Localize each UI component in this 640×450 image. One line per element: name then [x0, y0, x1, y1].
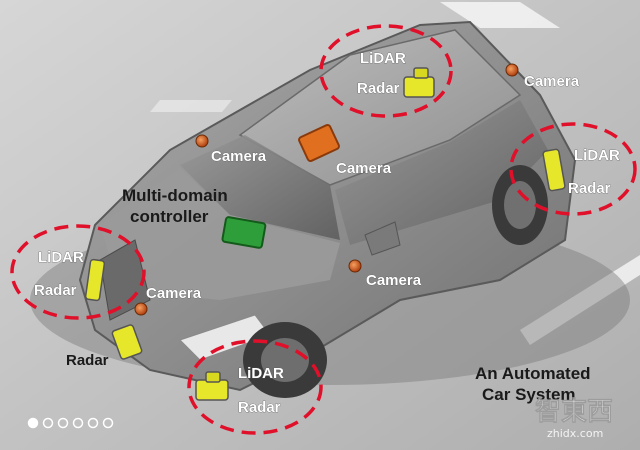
carousel-dot-6[interactable]	[102, 417, 114, 429]
camera-dot-front	[134, 302, 148, 316]
highlight-circle-right	[509, 122, 637, 216]
road-stripe-right	[520, 255, 640, 345]
windshield-camera-box	[298, 124, 340, 162]
highlight-circle-front-bottom	[187, 339, 323, 435]
camera-label-side: Camera	[366, 272, 422, 289]
front-bottom-radar-label: Radar	[238, 399, 281, 416]
sensor-front-left	[84, 258, 106, 302]
roof-lidar-label: LiDAR	[360, 50, 406, 67]
camera-label-hood: Camera	[211, 148, 267, 165]
camera-dot-roof-rear	[505, 63, 519, 77]
carousel-dot-4[interactable]	[72, 417, 84, 429]
carousel-dot-3[interactable]	[57, 417, 69, 429]
watermark-logo: 智東西	[535, 397, 613, 427]
camera-label-windshield: Camera	[336, 160, 392, 177]
front-bottom-lidar-label: LiDAR	[238, 365, 284, 382]
right-radar-label: Radar	[568, 180, 611, 197]
highlight-circle-front-left	[10, 224, 146, 320]
sensor-front-bumper	[111, 324, 143, 360]
carousel-dot-1[interactable]	[27, 417, 39, 429]
controller-label-line1: Multi-domain	[122, 186, 228, 205]
road-stripe-left	[150, 100, 232, 112]
sensor-roof	[403, 67, 435, 98]
controller-label-line2: controller	[130, 207, 209, 226]
carousel-dot-5[interactable]	[87, 417, 99, 429]
camera-label-front: Camera	[146, 285, 202, 302]
front-left-radar-label: Radar	[34, 282, 77, 299]
camera-dot-side	[348, 259, 362, 273]
highlight-circle-roof	[319, 24, 453, 118]
controller-box	[221, 216, 267, 249]
camera-dot-hood	[195, 134, 209, 148]
carousel-indicator	[27, 417, 114, 429]
front-left-lidar-label: LiDAR	[38, 249, 84, 266]
camera-label-roof-rear: Camera	[524, 73, 580, 90]
roof-radar-label: Radar	[357, 80, 400, 97]
watermark-url: zhidx.com	[547, 427, 603, 440]
watermark: 智東西 zhidx.com	[535, 397, 614, 440]
right-lidar-label: LiDAR	[574, 147, 620, 164]
sensor-front-bottom	[195, 371, 229, 401]
carousel-dot-2[interactable]	[42, 417, 54, 429]
sensor-right-side	[542, 148, 566, 192]
title-line2: Car System	[482, 385, 576, 404]
title-line1: An Automated	[475, 364, 591, 383]
bumper-radar-label: Radar	[66, 352, 109, 369]
